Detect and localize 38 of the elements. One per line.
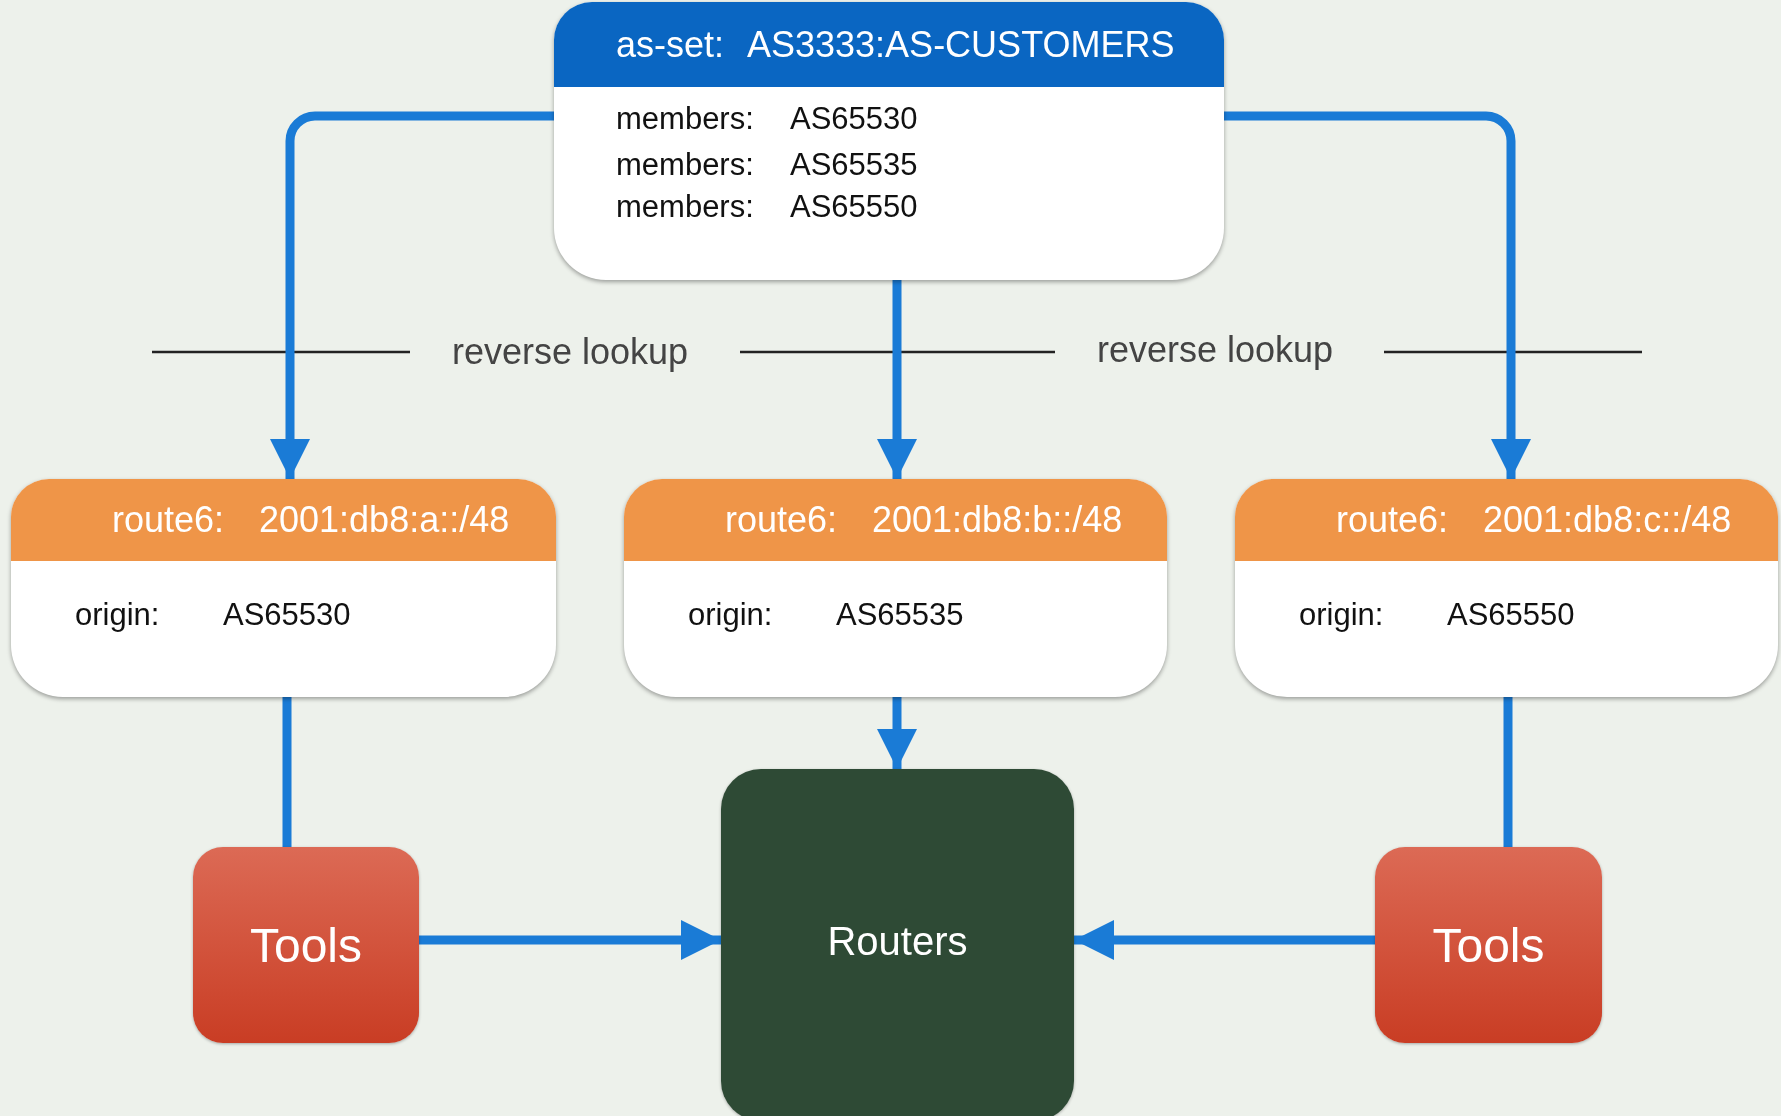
box-label: Tools [249,917,363,973]
field-value: AS65535 [836,597,964,633]
field-label: origin: [688,597,773,633]
field-value: 2001:db8:c::/48 [1483,499,1732,541]
field-label: members: [616,189,754,225]
field-label: route6: [725,499,838,541]
arrow [1074,920,1375,960]
field-value: AS65530 [790,101,918,137]
arrow [1224,111,1531,479]
box-label: Routers [827,919,968,964]
record-card [624,479,1167,697]
field-value: 2001:db8:b::/48 [872,499,1123,541]
arrow [270,111,554,479]
field-label: members: [616,147,754,183]
field-label: origin: [75,597,160,633]
field-value: AS65530 [223,597,351,633]
field-label: as-set: [616,23,725,66]
record-card [1235,479,1778,697]
arrow [419,920,721,960]
section-label: reverse lookup [452,331,689,373]
field-label: route6: [112,499,225,541]
section-label: reverse lookup [1097,329,1334,371]
record-card [554,2,1224,280]
routers-box [721,769,1074,1116]
tools-box [193,847,419,1043]
field-label: origin: [1299,597,1384,633]
tools-box [1375,847,1602,1043]
field-value: AS65550 [1447,597,1575,633]
box-label: Tools [1432,917,1545,973]
field-value: AS65535 [790,147,918,183]
field-label: members: [616,101,754,137]
arrow [877,280,917,479]
field-value: AS65550 [790,189,918,225]
field-value: AS3333:AS-CUSTOMERS [747,23,1175,66]
field-value: 2001:db8:a::/48 [259,499,510,541]
record-card [11,479,556,697]
arrow [877,697,917,769]
field-label: route6: [1336,499,1449,541]
